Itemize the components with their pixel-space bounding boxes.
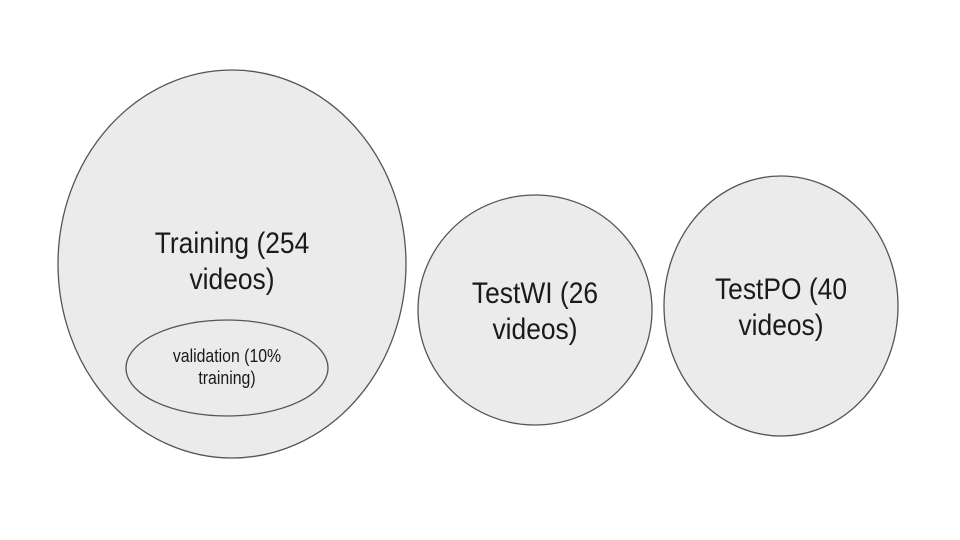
testpo-set-circle <box>663 175 899 437</box>
training-set-label: Training (254 videos) <box>135 226 329 298</box>
testpo-label-line2: videos) <box>738 309 824 342</box>
testpo-set-label: TestPO (40 videos) <box>693 272 869 344</box>
testwi-label-line1: TestWI (26 <box>471 277 599 310</box>
training-label-line2: videos) <box>189 263 275 296</box>
validation-set-label: validation (10% training) <box>157 346 298 389</box>
testwi-set-label: TestWI (26 videos) <box>447 276 623 348</box>
validation-set-ellipse <box>125 319 329 417</box>
testwi-set-circle <box>417 194 653 426</box>
training-label-line1: Training (254 <box>154 227 310 260</box>
testpo-label-line1: TestPO (40 <box>714 273 848 306</box>
testwi-label-line2: videos) <box>492 313 578 346</box>
validation-label-line1: validation (10% <box>172 346 282 366</box>
validation-label-line2: training) <box>198 367 256 388</box>
